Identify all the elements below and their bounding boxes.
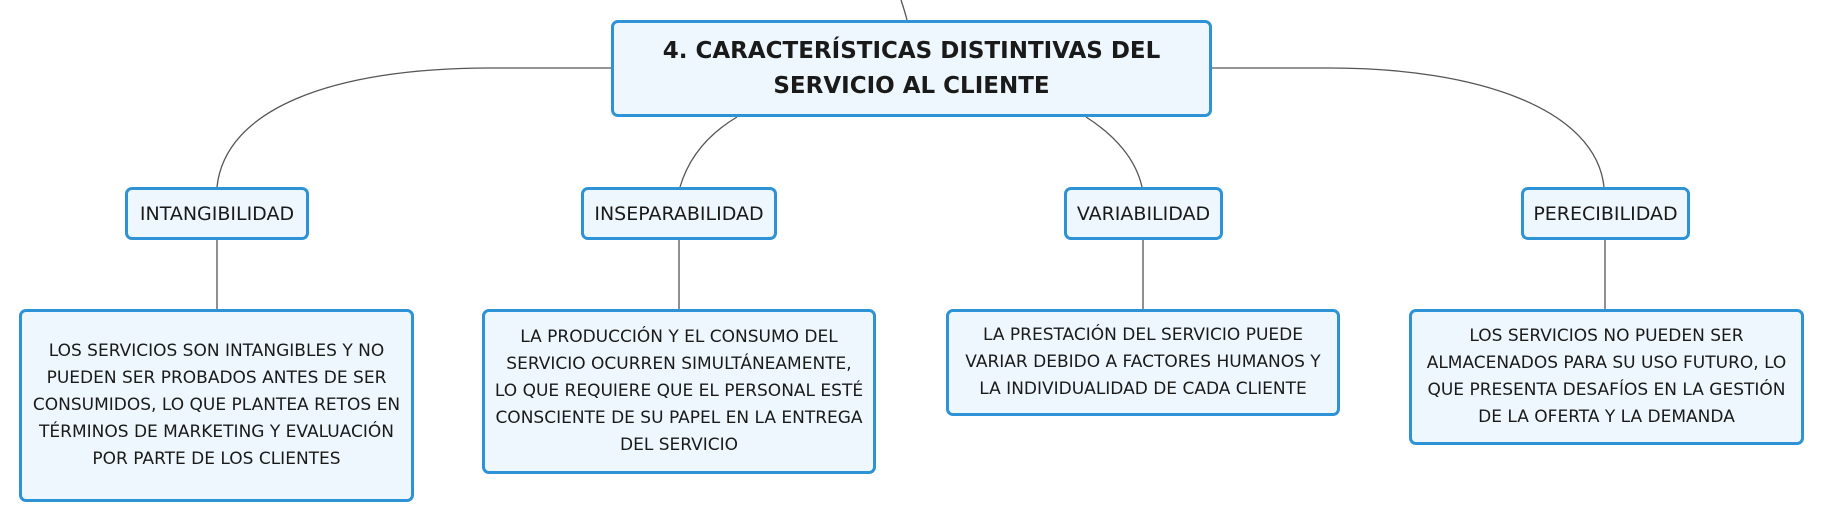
- topic-node-variabilidad[interactable]: VARIABILIDAD: [1064, 187, 1223, 240]
- description-text: LOS SERVICIOS NO PUEDEN SER ALMACENADOS …: [1426, 326, 1787, 427]
- description-text: LA PRESTACIÓN DEL SERVICIO PUEDE VARIAR …: [965, 325, 1321, 399]
- connector-parent-to-root: [900, 0, 908, 21]
- topic-node-intangibilidad[interactable]: INTANGIBILIDAD: [125, 187, 309, 240]
- description-node-inseparabilidad[interactable]: LA PRODUCCIÓN Y EL CONSUMO DEL SERVICIO …: [482, 309, 876, 474]
- topic-node-inseparabilidad[interactable]: INSEPARABILIDAD: [581, 187, 777, 240]
- root-topic-node[interactable]: 4. CARACTERÍSTICAS DISTINTIVAS DEL SERVI…: [611, 20, 1212, 117]
- description-node-variabilidad[interactable]: LA PRESTACIÓN DEL SERVICIO PUEDE VARIAR …: [946, 309, 1340, 416]
- description-text: LOS SERVICIOS SON INTANGIBLES Y NO PUEDE…: [32, 341, 401, 469]
- connector-root-to-perecibilidad: [1212, 67, 1605, 188]
- connector-root-to-inseparabilidad: [679, 116, 738, 188]
- description-node-perecibilidad[interactable]: LOS SERVICIOS NO PUEDEN SER ALMACENADOS …: [1409, 309, 1804, 445]
- description-node-intangibilidad[interactable]: LOS SERVICIOS SON INTANGIBLES Y NO PUEDE…: [19, 309, 414, 502]
- topic-label: VARIABILIDAD: [1076, 202, 1211, 225]
- connector-root-to-intangibilidad: [216, 67, 611, 188]
- connector-root-to-variabilidad: [1085, 116, 1143, 188]
- topic-label: PERECIBILIDAD: [1533, 202, 1678, 225]
- topic-node-perecibilidad[interactable]: PERECIBILIDAD: [1521, 187, 1690, 240]
- topic-label: INTANGIBILIDAD: [139, 202, 295, 225]
- root-topic-label: 4. CARACTERÍSTICAS DISTINTIVAS DEL SERVI…: [662, 37, 1161, 99]
- description-text: LA PRODUCCIÓN Y EL CONSUMO DEL SERVICIO …: [494, 327, 864, 455]
- topic-label: INSEPARABILIDAD: [594, 202, 764, 225]
